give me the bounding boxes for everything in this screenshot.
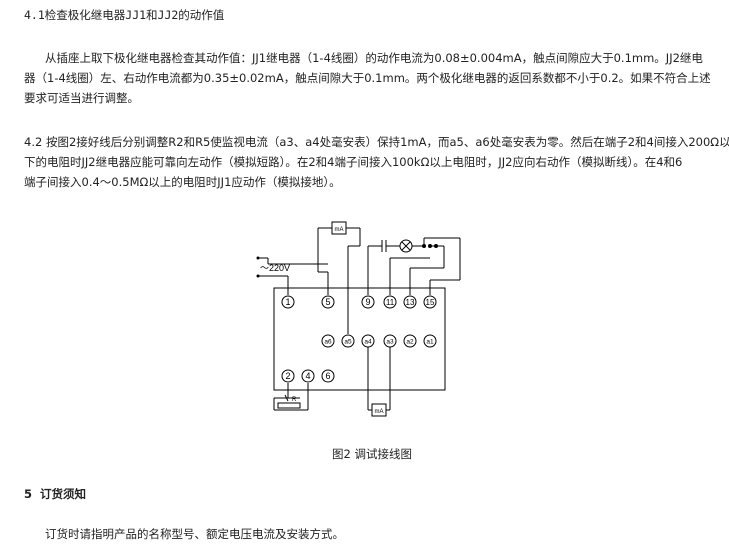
svg-text:a6: a6	[324, 339, 332, 346]
svg-text:mA: mA	[335, 227, 344, 233]
svg-text:a4: a4	[364, 339, 372, 346]
figure-caption: 图2 调试接线图	[332, 447, 412, 461]
supply-label: ～220V	[260, 263, 290, 273]
svg-text:a1: a1	[426, 339, 434, 346]
bottom-terminals: 2 4 6	[281, 369, 335, 383]
switch-contacts	[422, 244, 438, 248]
milliammeter-top: mA	[331, 221, 347, 235]
top-terminals: 1 5 9 11 13 15	[281, 295, 437, 309]
section-4-1-line-3: 要求可适当进行调整。	[24, 91, 139, 105]
svg-text:a3: a3	[386, 339, 394, 346]
section-4-2-line-1: 4.2 按图2接好线后分别调整R2和R5使监视电流（a3、a4处毫安表）保持1m…	[24, 135, 729, 149]
section-4-1-line-2: 器（1-4线圈）左、右动作电流都为0.35±0.02mA，触点间隙大于0.1mm…	[24, 71, 711, 85]
device-box	[273, 287, 446, 391]
svg-text:R: R	[292, 397, 297, 403]
svg-text:a2: a2	[406, 339, 414, 346]
section-4-2-line-3: 端子间接入0.4～0.5MΩ以上的电阻时JJ1应动作（模拟接地）。	[24, 175, 341, 189]
section-4-1-line-1: 从插座上取下极化继电器检查其动作值：JJ1继电器（1-4线圈）的动作电流为0.0…	[45, 51, 703, 65]
milliammeter-bottom: mA	[371, 403, 387, 417]
svg-text:2: 2	[285, 371, 290, 381]
svg-text:mA: mA	[375, 409, 384, 415]
section-5-heading: 5 订货须知	[24, 487, 87, 501]
svg-text:15: 15	[426, 298, 435, 307]
svg-text:5: 5	[325, 297, 330, 307]
lamp-icon	[399, 239, 413, 253]
svg-text:11: 11	[386, 298, 395, 307]
section-4-1-heading: 4.1检查极化继电器JJ1和JJ2的动作值	[24, 8, 225, 22]
svg-text:9: 9	[365, 297, 370, 307]
resistor-r: R	[277, 397, 301, 409]
svg-text:1: 1	[285, 297, 290, 307]
section-5-body: 订货时请指明产品的名称型号、额定电压电流及安装方式。	[45, 527, 344, 541]
svg-text:4: 4	[305, 371, 310, 381]
svg-text:13: 13	[406, 298, 415, 307]
svg-text:a5: a5	[344, 339, 352, 346]
section-4-2-line-2: 下的电阻时JJ2继电器应能可靠向左动作（模拟短路）。在2和4端子间接入100kΩ…	[24, 155, 683, 169]
svg-text:6: 6	[325, 371, 330, 381]
middle-terminals: a6 a5 a4 a3 a2 a1	[321, 334, 437, 348]
